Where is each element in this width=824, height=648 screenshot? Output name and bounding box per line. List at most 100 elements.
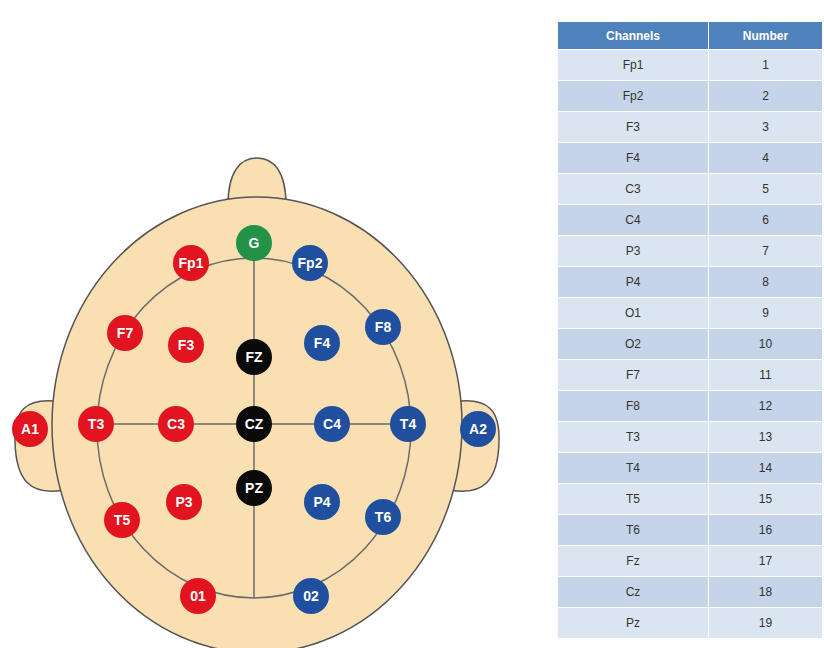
table-cell: Fz	[558, 545, 708, 576]
cell-text: T5	[626, 492, 640, 506]
cell-text: Pz	[626, 616, 640, 630]
table-cell: F4	[558, 142, 708, 173]
cell-text: 12	[759, 399, 772, 413]
table-cell: F3	[558, 111, 708, 142]
electrode-circle: T4	[390, 406, 426, 442]
electrode-label: G	[249, 235, 260, 251]
cell-text: F7	[626, 368, 640, 382]
table-cell: 11	[708, 359, 822, 390]
electrode-circle: T6	[365, 499, 401, 535]
table-cell: T3	[558, 421, 708, 452]
electrode-circle: F3	[168, 327, 204, 363]
header-text: Number	[743, 29, 788, 43]
electrode-label: P3	[175, 494, 192, 510]
cell-text: C4	[625, 213, 640, 227]
electrode-circle: FZ	[236, 339, 272, 375]
table-cell: 10	[708, 328, 822, 359]
electrode-circle: A1	[12, 411, 48, 447]
table-cell: Fp2	[558, 80, 708, 111]
table-cell: 12	[708, 390, 822, 421]
electrode-label: Fp1	[179, 255, 204, 271]
cell-text: 10	[759, 337, 772, 351]
table-cell: P4	[558, 266, 708, 297]
electrode-label: 01	[190, 588, 206, 604]
cell-text: 2	[762, 89, 769, 103]
table-cell: O1	[558, 297, 708, 328]
electrode-label: T3	[88, 416, 104, 432]
cell-text: T4	[626, 461, 640, 475]
cell-text: 1	[762, 58, 769, 72]
cell-text: 14	[759, 461, 772, 475]
table-cell: 14	[708, 452, 822, 483]
table-cell: C3	[558, 173, 708, 204]
electrode-label: T5	[114, 512, 130, 528]
cell-text: P4	[626, 275, 641, 289]
table-cell: 15	[708, 483, 822, 514]
header-text: Channels	[606, 29, 660, 43]
table-cell: O2	[558, 328, 708, 359]
table-cell: 16	[708, 514, 822, 545]
table-cell: 7	[708, 235, 822, 266]
cell-text: 15	[759, 492, 772, 506]
electrode-circle: F4	[304, 325, 340, 361]
table-header: Number	[708, 22, 822, 49]
cell-text: 19	[759, 616, 772, 630]
cell-text: 13	[759, 430, 772, 444]
electrode-label: A1	[21, 421, 39, 437]
cell-text: 18	[759, 585, 772, 599]
table-header: Channels	[558, 22, 708, 49]
table-cell: 18	[708, 576, 822, 607]
cell-text: O1	[625, 306, 641, 320]
electrode-label: T4	[400, 416, 416, 432]
electrode-circle: A2	[460, 411, 496, 447]
cell-text: F8	[626, 399, 640, 413]
table-cell: 5	[708, 173, 822, 204]
table-cell: F8	[558, 390, 708, 421]
electrode-label: FZ	[245, 349, 262, 365]
cell-text: Fz	[626, 554, 639, 568]
electrode-circle: G	[236, 225, 272, 261]
cell-text: 4	[762, 151, 769, 165]
electrode-circle: Fp1	[173, 245, 209, 281]
cell-text: Fp2	[623, 89, 644, 103]
table-cell: P3	[558, 235, 708, 266]
electrode-label: T6	[375, 509, 391, 525]
table-cell: T4	[558, 452, 708, 483]
electrode-label: F4	[314, 335, 330, 351]
electrode-label: Fp2	[298, 255, 323, 271]
table-cell: 2	[708, 80, 822, 111]
electrode-circle: C4	[314, 406, 350, 442]
cell-text: 3	[762, 120, 769, 134]
table-cell: 17	[708, 545, 822, 576]
table-cell: 3	[708, 111, 822, 142]
electrode-circle: PZ	[236, 470, 272, 506]
electrode-circle: Fp2	[292, 245, 328, 281]
electrode-circle: CZ	[236, 406, 272, 442]
cell-text: Cz	[626, 585, 641, 599]
electrode-label: F7	[117, 325, 133, 341]
cell-text: F4	[626, 151, 640, 165]
table-cell: 4	[708, 142, 822, 173]
cell-text: 5	[762, 182, 769, 196]
electrode-circle: F7	[107, 315, 143, 351]
head-outline	[52, 197, 462, 648]
electrode-circle: C3	[158, 406, 194, 442]
electrode-circle: P3	[166, 484, 202, 520]
table-cell: 8	[708, 266, 822, 297]
electrode-circle: T5	[104, 502, 140, 538]
electrode-label: PZ	[245, 480, 263, 496]
table-cell: T5	[558, 483, 708, 514]
table-cell: Cz	[558, 576, 708, 607]
electrode-circle: P4	[304, 484, 340, 520]
table-cell: 13	[708, 421, 822, 452]
electrode-circle: 02	[293, 578, 329, 614]
cell-text: 9	[762, 306, 769, 320]
electrode-label: 02	[303, 588, 319, 604]
cell-text: 7	[762, 244, 769, 258]
cell-text: T3	[626, 430, 640, 444]
table-cell: Fp1	[558, 49, 708, 80]
table-cell: 19	[708, 607, 822, 638]
electrode-label: C4	[323, 416, 341, 432]
electrode-label: P4	[313, 494, 330, 510]
electrode-label: A2	[469, 421, 487, 437]
